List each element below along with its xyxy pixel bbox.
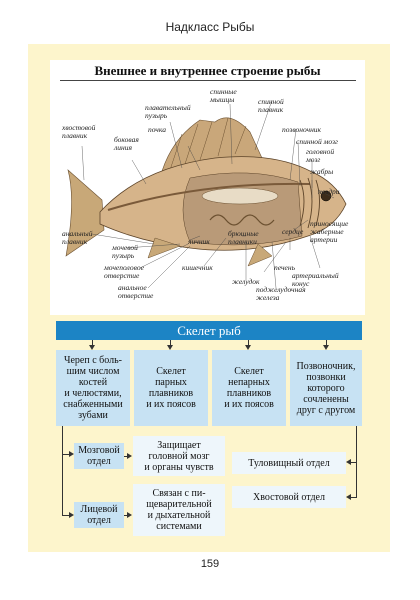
arrow-brain-section [69,451,74,457]
label-lateral-line: боковая линия [114,135,139,152]
arrow-tail-section [346,494,351,500]
arrow-skull [89,345,95,350]
box-paired-fins: Скелет парных плавников и их поясов [134,350,208,426]
label-urinary-opening: мочеполовое отверстие [104,263,144,280]
pelvic-fin-shape [247,243,273,267]
label-urinary-bladder: мочевой пузырь [112,243,138,260]
label-stomach: желудок [232,277,260,286]
connector-trunk-section [350,462,357,463]
gill-arcs [299,177,320,229]
label-nostrils: ноздри [318,187,340,196]
label-spine: позвоночник [282,125,322,134]
box-tail-section: Хвостовой отдел [232,486,346,508]
label-anal-opening: анальное отверстие [118,283,154,300]
arrow-trunk-section [346,459,351,465]
box-brain-desc: Защищает головной мозг и органы чувств [133,436,225,476]
box-facial-desc: Связан с пи- щеварительной и дыхательной… [133,484,225,536]
connector-brain-desc [124,456,128,457]
connector-facial-desc [124,515,128,516]
box-facial-section: Лицевой отдел [74,502,124,528]
connector-brain-section [62,454,70,455]
box-skull: Череп с боль- шим числом костей и челюст… [56,350,130,426]
arrow-facial-section [69,512,74,518]
figure-title: Внешнее и внутреннее строение рыбы [94,63,321,78]
figure-title-rule [60,80,356,81]
label-abdominal-fins: брюшные плавники [228,229,259,246]
arrow-brain-desc [127,453,132,459]
connector-skull [92,340,93,346]
connector-tail-section [350,497,357,498]
connector-spine [326,340,327,346]
label-intestine: кишечник [182,263,213,272]
page-number: 159 [200,558,220,570]
box-trunk-section: Туловищный отдел [232,452,346,474]
arrow-unpaired [245,345,251,350]
label-arterial-cone: артериальный конус [292,271,339,288]
arrow-spine [323,345,329,350]
label-gills: жабры [310,167,334,176]
label-kidney: почка [148,125,166,134]
box-brain-section: Мозговой отдел [74,443,124,469]
label-swim-bladder: плавательный пузырь [145,103,191,120]
label-pancreas: поджелудочная железа [256,285,306,302]
label-spinal-cord: спинной мозг [296,137,338,146]
connector-facial-section [62,515,70,516]
anal-fin-shape [147,237,181,259]
label-dorsal-fin: спинной плавник [258,97,284,114]
label-liver: печень [274,263,296,272]
label-spinal-muscles: спинные мышцы [210,87,237,104]
arrow-paired [167,345,173,350]
skeleton-banner: Скелет рыб [56,321,362,340]
connector-paired [170,340,171,346]
label-anal-fin: анальный плавник [62,229,93,246]
box-unpaired-fins: Скелет непарных плавников и их поясов [212,350,286,426]
connector-skull-branch [62,426,63,516]
connector-unpaired [248,340,249,346]
label-heart: сердце [282,227,304,236]
label-gill-arteries: приносящие жаберные артерии [310,219,349,244]
page-header: Надкласс Рыбы [165,20,255,34]
label-ovary: яичник [188,237,210,246]
box-spine: Позвоночник, позвонки которого сочленены… [290,350,362,426]
label-tail-fin: хвостовой плавник [62,123,96,140]
arrow-facial-desc [127,512,132,518]
eye-shape [320,190,332,202]
swim-bladder-shape [201,187,279,205]
fish-illustration [65,99,347,289]
label-brain: головной мозг [306,147,335,164]
intestine-shape [209,214,275,226]
spine-line [107,182,311,211]
